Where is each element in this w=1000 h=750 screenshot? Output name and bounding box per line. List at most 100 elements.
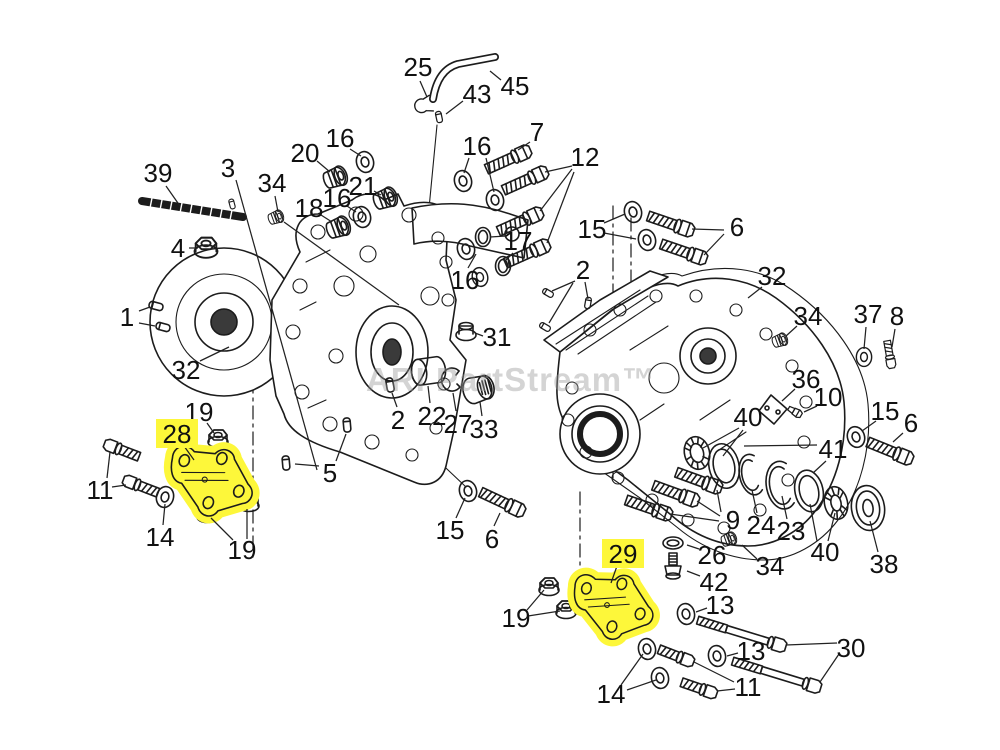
right-crankcase-drawing xyxy=(543,267,870,561)
leader-line-25 xyxy=(419,80,428,98)
stud-39-drawing xyxy=(138,197,247,221)
leader-line-21 xyxy=(373,190,382,196)
callout-6: 6 xyxy=(485,524,499,554)
leader-line-9 xyxy=(669,513,720,522)
leader-line-42 xyxy=(686,570,701,577)
callout-21: 21 xyxy=(349,171,378,201)
callout-14: 14 xyxy=(146,522,175,552)
breather-tube-drawing xyxy=(412,53,499,124)
leader-line-2 xyxy=(548,282,574,324)
callout-highlight-29 xyxy=(602,539,644,568)
leader-line-18 xyxy=(320,214,333,223)
leader-line-34 xyxy=(785,325,798,337)
leader-line-31 xyxy=(474,332,484,337)
leader-line-14 xyxy=(626,679,657,691)
leader-line-2 xyxy=(584,281,589,300)
callout-4: 4 xyxy=(171,233,185,263)
leader-line-1 xyxy=(138,322,156,327)
leader-line-36 xyxy=(781,388,796,402)
exploded-drawing xyxy=(101,53,916,701)
leader-line-11 xyxy=(716,688,736,692)
callout-12: 12 xyxy=(571,142,600,172)
callout-6: 6 xyxy=(904,408,918,438)
callout-33: 33 xyxy=(470,414,499,444)
callout-32: 32 xyxy=(172,355,201,385)
leader-line-40 xyxy=(702,427,740,449)
leader-line-20 xyxy=(316,160,331,173)
leader-line-9 xyxy=(696,500,721,517)
callout-16: 16 xyxy=(323,183,352,213)
leader-line-37 xyxy=(863,326,867,350)
callout-24: 24 xyxy=(747,510,776,540)
callout-38: 38 xyxy=(870,549,899,579)
leader-line-16 xyxy=(485,157,495,193)
leader-line-38 xyxy=(869,520,879,553)
leader-line-26 xyxy=(686,544,700,550)
leader-line-34 xyxy=(741,544,758,560)
leader-line-5 xyxy=(294,463,320,467)
leader-line-12 xyxy=(546,171,575,244)
callout-15: 15 xyxy=(871,396,900,426)
callout-7: 7 xyxy=(530,117,544,147)
highlighted-bracket-29 xyxy=(567,567,660,647)
callout-40: 40 xyxy=(734,402,763,432)
highlighted-bracket-28 xyxy=(163,438,260,524)
leader-line-28 xyxy=(183,445,195,461)
leader-line-7 xyxy=(517,141,531,151)
leader-line-2 xyxy=(551,280,576,292)
callout-29: 29 xyxy=(609,539,638,569)
leader-line-24 xyxy=(751,489,758,514)
callout-8: 8 xyxy=(890,301,904,331)
leader-line-6 xyxy=(691,228,725,231)
callout-43: 43 xyxy=(463,79,492,109)
leader-line-41 xyxy=(743,444,818,447)
callout-2: 2 xyxy=(576,255,590,285)
leader-line-12 xyxy=(544,165,573,173)
leader-line-11 xyxy=(693,661,735,683)
callout-41: 41 xyxy=(819,434,848,464)
leader-line-10 xyxy=(803,405,818,413)
callout-40: 40 xyxy=(811,537,840,567)
leader-line-39 xyxy=(165,185,181,207)
callout-14: 14 xyxy=(597,679,626,709)
callout-18: 18 xyxy=(295,193,324,223)
callout-2: 2 xyxy=(391,405,405,435)
leader-line-30 xyxy=(785,642,838,646)
leader-line-6 xyxy=(892,432,904,443)
callout-15: 15 xyxy=(436,515,465,545)
leader-line-41 xyxy=(812,460,827,474)
leader-line-29 xyxy=(610,565,618,584)
leader-line-23 xyxy=(781,495,788,520)
leader-line-14 xyxy=(162,503,166,526)
leader-line-34 xyxy=(274,195,279,213)
leader-line-2 xyxy=(391,392,398,408)
leader-line-8 xyxy=(891,328,896,348)
callout-25: 25 xyxy=(404,52,433,82)
callout-32: 32 xyxy=(758,261,787,291)
leader-line-16 xyxy=(346,205,357,213)
callout-34: 34 xyxy=(794,301,823,331)
callout-10: 10 xyxy=(814,382,843,412)
leader-line-13 xyxy=(695,607,708,613)
left-crankcase-drawing xyxy=(149,193,529,486)
callout-9: 9 xyxy=(726,505,740,535)
callout-13: 13 xyxy=(737,636,766,666)
callout-34: 34 xyxy=(756,551,785,581)
leader-line-40 xyxy=(827,512,836,542)
leader-line-1 xyxy=(138,306,151,312)
callout-3: 3 xyxy=(221,153,235,183)
leader-line-9 xyxy=(716,489,722,513)
callout-20: 20 xyxy=(291,138,320,168)
leader-line-32 xyxy=(747,286,763,299)
callout-13: 13 xyxy=(706,590,735,620)
leader-line-16 xyxy=(467,253,477,269)
callout-27: 27 xyxy=(444,409,473,439)
leader-line-33 xyxy=(479,401,483,417)
callout-1: 1 xyxy=(120,302,134,332)
leader-line-40 xyxy=(722,429,744,457)
leader-line-11 xyxy=(111,484,127,488)
callout-31: 31 xyxy=(483,322,512,352)
leader-line-11 xyxy=(106,451,111,479)
